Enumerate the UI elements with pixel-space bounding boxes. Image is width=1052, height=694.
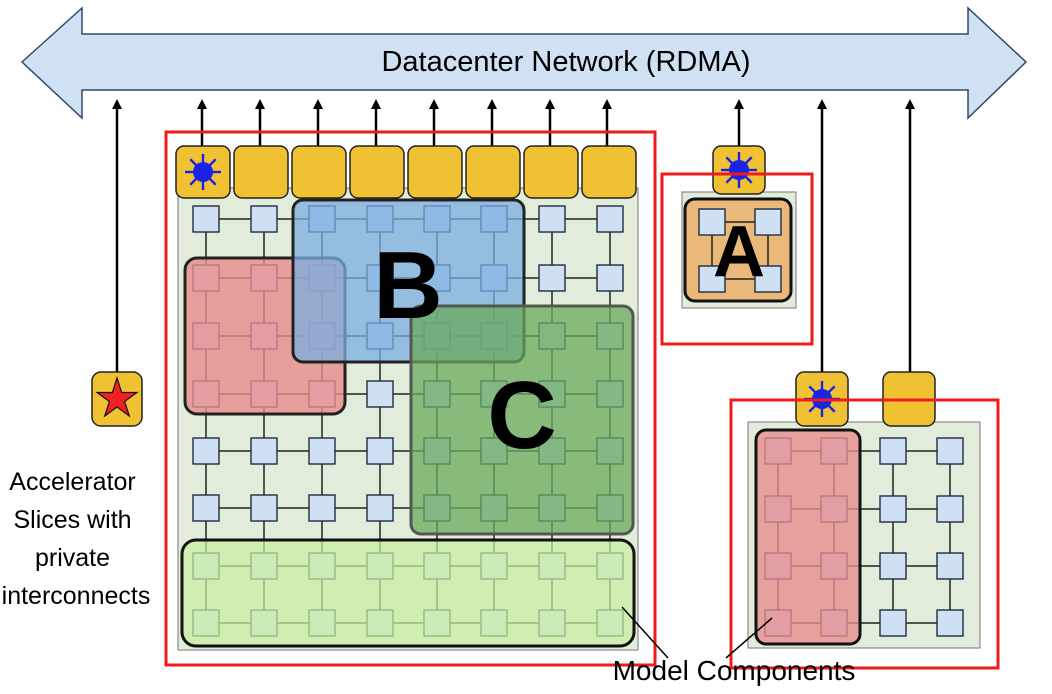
accelerator-chip <box>366 437 394 465</box>
slices-label-line-3: private <box>35 544 110 572</box>
accelerator-chip <box>192 437 220 465</box>
component-c-region <box>409 304 635 536</box>
accelerator-chip <box>308 437 336 465</box>
sun-core <box>729 160 749 180</box>
sun-ray <box>189 158 198 167</box>
slices-label-line-4: interconnects <box>2 582 151 610</box>
accelerator-chip <box>366 380 394 408</box>
highlight-large-slice <box>164 130 657 667</box>
component-b-label: B <box>373 232 442 339</box>
accelerator-chip <box>698 208 726 236</box>
accelerator-chip <box>192 494 220 522</box>
host-box <box>523 145 579 199</box>
star-icon <box>95 376 139 418</box>
sun-ray <box>208 177 217 186</box>
sun-ray <box>744 156 753 165</box>
accelerator-chip <box>308 494 336 522</box>
highlight-right-slice <box>729 398 1000 670</box>
slices-label-line-1: Accelerator <box>9 468 135 496</box>
sun-ray <box>827 385 836 394</box>
model-components-label: Model Components <box>613 655 856 686</box>
accelerator-chip <box>936 495 964 523</box>
accelerator-chip <box>250 494 278 522</box>
slices-label: Accelerator Slices with private intercon… <box>2 468 151 610</box>
component-bottom-region <box>180 538 636 648</box>
accelerator-chip <box>538 264 566 292</box>
component-a-label: A <box>713 212 765 292</box>
host-box <box>349 145 405 199</box>
sun-icon <box>721 152 757 188</box>
accelerator-chip <box>538 205 566 233</box>
accelerator-chip <box>250 205 278 233</box>
component-c-label: C <box>487 362 556 469</box>
highlight-small-slice <box>660 172 814 346</box>
sun-ray <box>808 404 817 413</box>
sun-ray <box>208 158 217 167</box>
accelerator-chip <box>192 205 220 233</box>
sun-ray <box>744 175 753 184</box>
accelerator-chip <box>596 264 624 292</box>
host-box <box>291 145 347 199</box>
sun-ray <box>725 156 734 165</box>
sun-ray <box>827 404 836 413</box>
uplink-arrows <box>112 99 915 372</box>
slices-label-line-2: Slices with <box>13 506 131 534</box>
network-arrow <box>20 6 1028 120</box>
callout-line-right <box>725 617 773 659</box>
accelerator-chip <box>879 609 907 637</box>
sun-icon <box>185 154 221 190</box>
accelerator-chip <box>879 495 907 523</box>
callout-line-left <box>621 606 669 659</box>
accelerator-chip <box>936 437 964 465</box>
component-right-red-region <box>754 428 862 646</box>
accelerator-chip <box>936 609 964 637</box>
host-box <box>233 145 289 199</box>
host-box <box>465 145 521 199</box>
sun-core <box>193 162 213 182</box>
accelerator-chip <box>754 208 782 236</box>
host-box <box>407 145 463 199</box>
accelerator-chip <box>879 437 907 465</box>
accelerator-chip <box>366 494 394 522</box>
accelerator-chip <box>754 265 782 293</box>
network-label: Datacenter Network (RDMA) <box>381 46 750 78</box>
accelerator-chip <box>698 265 726 293</box>
sun-ray <box>725 175 734 184</box>
accelerator-chip <box>596 205 624 233</box>
sun-ray <box>189 177 198 186</box>
host-box <box>581 145 637 199</box>
star-host <box>91 371 143 427</box>
accelerator-chip <box>936 552 964 580</box>
sun-ray <box>808 385 817 394</box>
accelerator-chip <box>879 552 907 580</box>
accelerator-chip <box>250 437 278 465</box>
